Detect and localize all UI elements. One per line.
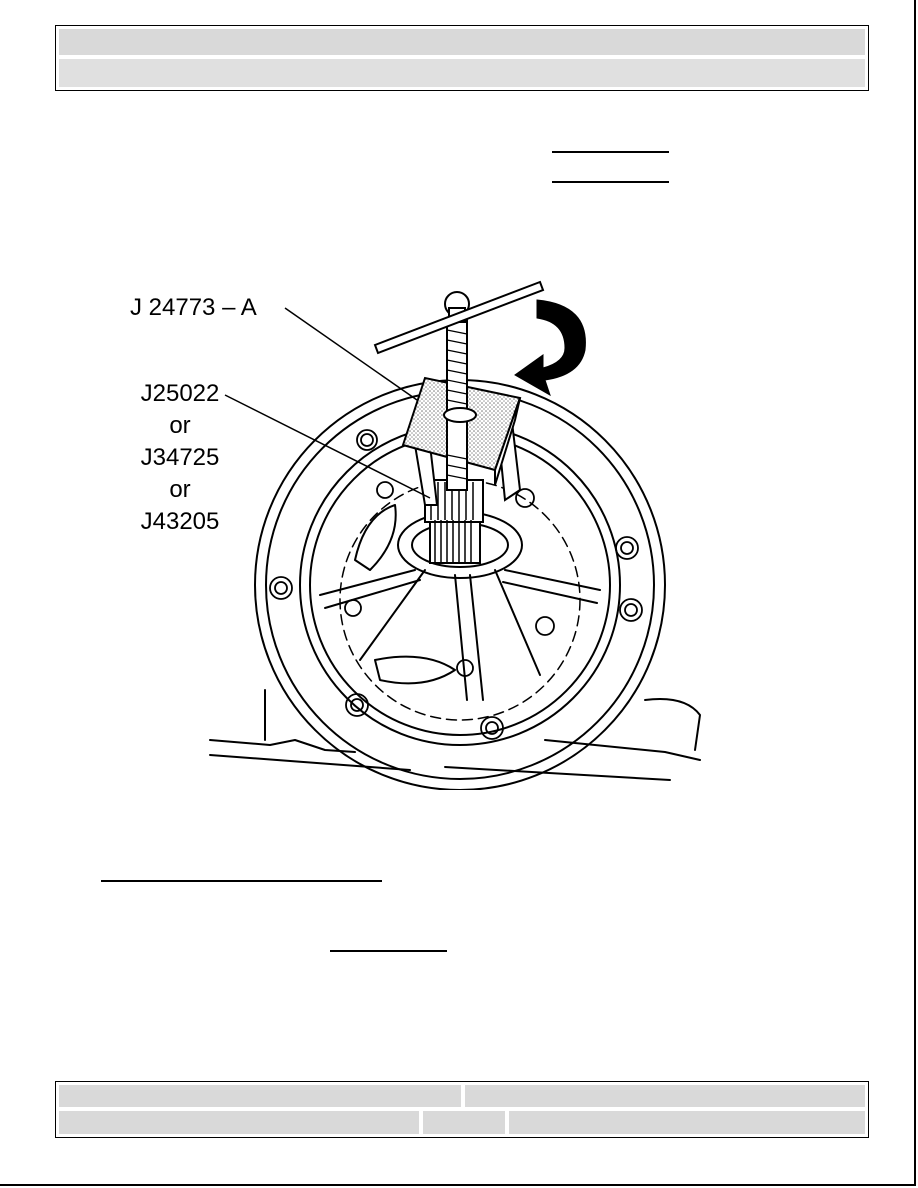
callout-line-5: J43205 [140,508,220,535]
page-header [55,25,869,91]
header-row-1 [59,29,865,55]
footer-cell-1 [59,1085,461,1107]
footer-cell-4 [423,1111,505,1134]
callout-tool-alternatives: J25022 or J34725 or J43205 [125,378,235,538]
callout-tool-j24773a: J 24773 – A [130,294,257,321]
footer-cell-2 [465,1085,865,1107]
callout-line-1: J25022 [140,380,220,407]
callout-line-2: or [169,412,191,439]
page-footer [55,1081,869,1138]
hyperlink-underline-1[interactable] [552,151,669,153]
hyperlink-underline-2[interactable] [552,181,669,183]
hyperlink-underline-4[interactable] [330,950,447,952]
callout-line-4: or [169,476,191,503]
footer-cell-3 [59,1111,419,1134]
illustration-drawing [209,280,701,791]
footer-cell-5 [509,1111,865,1134]
header-row-2 [59,59,865,87]
callout-line-3: J34725 [140,444,220,471]
pump-removal-illustration: J 24773 – A J25022 or J34725 or J43205 [125,270,715,791]
hyperlink-underline-3[interactable] [101,880,382,882]
